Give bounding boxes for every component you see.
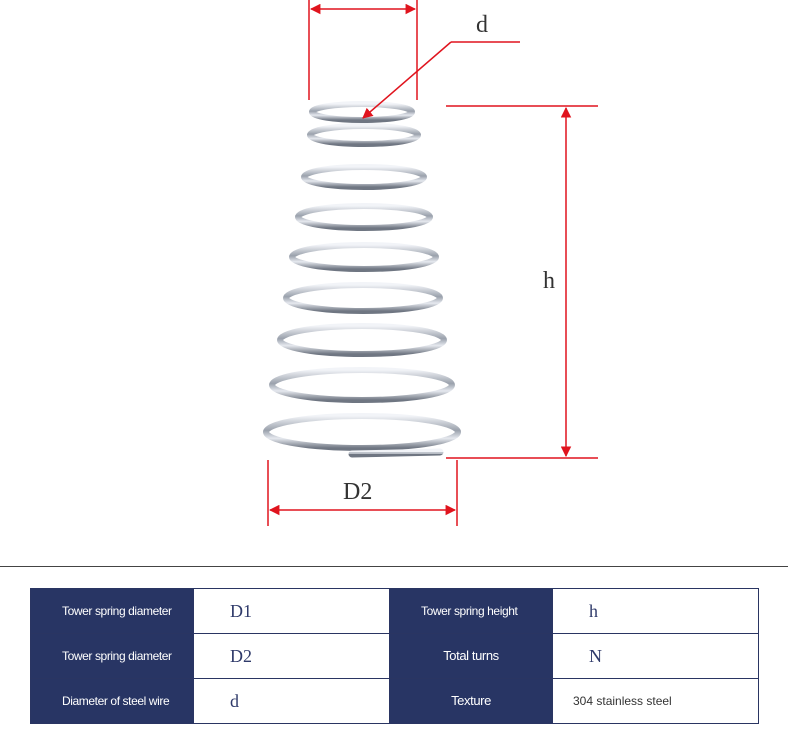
label-h: h xyxy=(543,268,555,294)
row1-value2: h xyxy=(552,588,759,634)
row1-value1: D1 xyxy=(193,588,390,634)
wire-diameter-leader xyxy=(362,41,520,119)
row2-label1: Tower spring diameter xyxy=(30,633,194,679)
table-row: Tower spring diameter D2 Total turns N xyxy=(30,633,759,679)
row3-label2: Texture xyxy=(389,678,553,724)
spec-table: Tower spring diameter D1 Tower spring he… xyxy=(30,588,759,724)
row3-value2: 304 stainless steel xyxy=(552,678,759,724)
row3-value1: d xyxy=(193,678,390,724)
spring-coils xyxy=(263,101,461,458)
section-divider xyxy=(0,566,788,567)
height-dimension xyxy=(446,105,598,459)
row2-label2: Total turns xyxy=(389,633,553,679)
row1-label2: Tower spring height xyxy=(389,588,553,634)
row2-value1: D2 xyxy=(193,633,390,679)
label-d: d xyxy=(476,12,488,38)
table-row: Diameter of steel wire d Texture 304 sta… xyxy=(30,678,759,724)
row2-value2: N xyxy=(552,633,759,679)
label-D2: D2 xyxy=(343,479,372,505)
spring-diagram: d h D2 xyxy=(263,0,598,526)
table-row: Tower spring diameter D1 Tower spring he… xyxy=(30,588,759,634)
bottom-dimension xyxy=(267,460,458,526)
row3-label1: Diameter of steel wire xyxy=(30,678,194,724)
row1-label1: Tower spring diameter xyxy=(30,588,194,634)
top-dimension xyxy=(308,0,418,100)
